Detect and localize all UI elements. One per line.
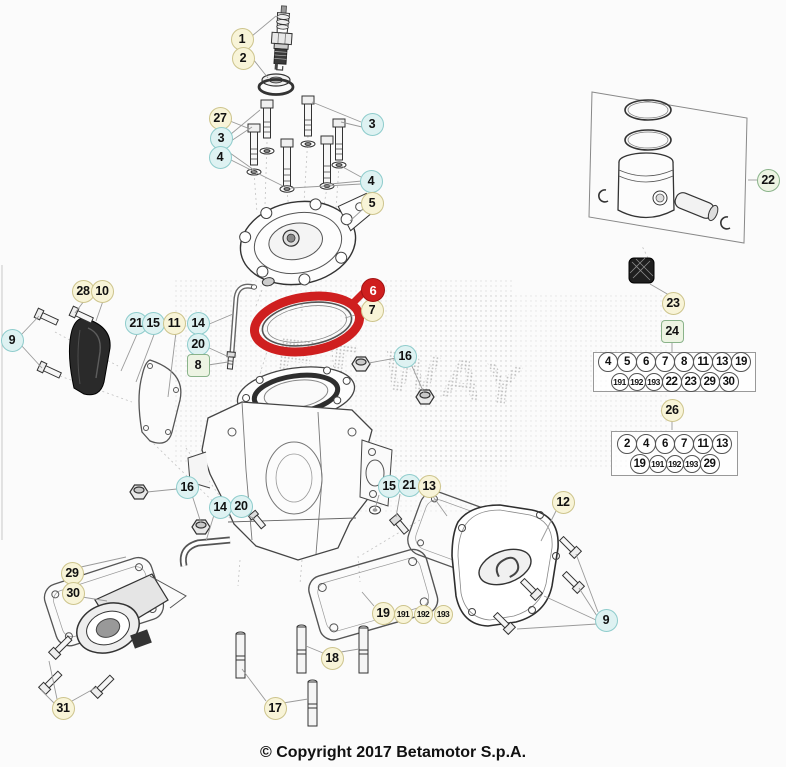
reed-valve-cover — [68, 317, 111, 396]
left-bolts — [33, 305, 94, 379]
head-bolts — [247, 95, 346, 188]
vent-pipe — [229, 283, 258, 353]
copyright-text: © Copyright 2017 Betamotor S.p.A. — [259, 744, 527, 761]
small-fitting — [226, 351, 236, 370]
leader-lines — [20, 15, 757, 705]
spark-plug — [270, 5, 293, 71]
reed-cover-gasket — [138, 359, 182, 444]
piston-kit — [588, 91, 748, 244]
needle-bearing — [628, 257, 655, 284]
side-cover-gasket — [407, 491, 505, 576]
jet-washer — [369, 505, 381, 515]
head-washers — [246, 140, 347, 193]
cylinder-head — [239, 192, 377, 287]
right-bolts — [492, 535, 586, 636]
flange-nuts — [129, 356, 435, 535]
base-gasket-center — [308, 548, 439, 641]
jet-bolt — [388, 513, 410, 535]
side-cover — [451, 504, 560, 627]
intake-body — [76, 573, 187, 654]
coolant-elbow — [179, 536, 231, 567]
plug-seal — [257, 73, 295, 96]
studs — [235, 624, 369, 727]
bottom-left-bolts — [37, 635, 115, 700]
